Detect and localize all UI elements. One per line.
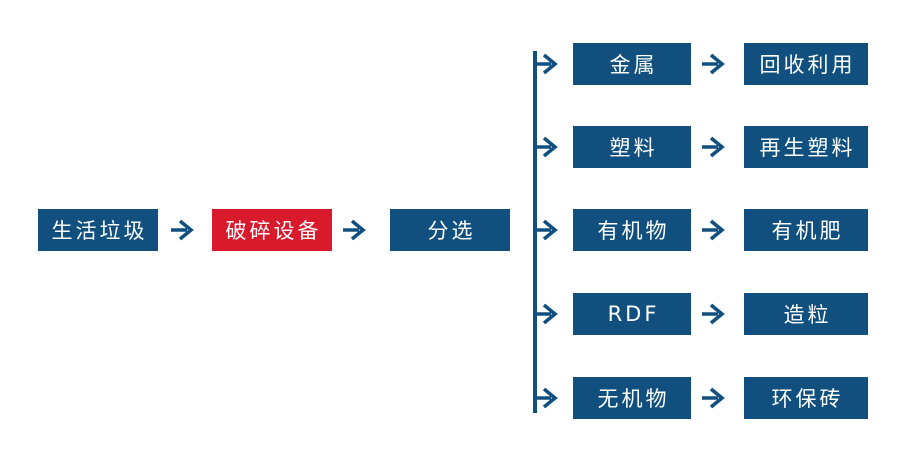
node-sorting: 分选	[390, 209, 510, 251]
node-eco-brick: 环保砖	[744, 377, 868, 419]
arrow-right-icon	[702, 303, 725, 325]
arrow-right-icon	[343, 219, 366, 241]
node-rdf: RDF	[573, 293, 691, 335]
branch-row: 塑料 再生塑料	[0, 126, 900, 168]
arrow-right-icon	[535, 303, 558, 325]
branch-trunk-line	[533, 51, 537, 413]
node-plastic: 塑料	[573, 126, 691, 168]
arrow-right-icon	[171, 219, 194, 241]
arrow-right-icon	[535, 53, 558, 75]
branch-row: RDF 造粒	[0, 293, 900, 335]
node-recycled-plastic: 再生塑料	[744, 126, 868, 168]
node-recycling: 回收利用	[744, 43, 868, 85]
arrow-right-icon	[535, 219, 558, 241]
node-metal: 金属	[573, 43, 691, 85]
branch-row: 金属 回收利用	[0, 43, 900, 85]
node-granulation: 造粒	[744, 293, 868, 335]
branch-row: 无机物 环保砖	[0, 377, 900, 419]
arrow-right-icon	[535, 136, 558, 158]
arrow-right-icon	[702, 387, 725, 409]
arrow-right-icon	[702, 53, 725, 75]
arrow-right-icon	[535, 387, 558, 409]
branch-row: 有机物 有机肥	[0, 209, 900, 251]
node-organic-fertilizer: 有机肥	[744, 209, 868, 251]
arrow-right-icon	[702, 219, 725, 241]
node-household-waste: 生活垃圾	[38, 209, 158, 251]
node-inorganic-matter: 无机物	[573, 377, 691, 419]
arrow-right-icon	[702, 136, 725, 158]
main-flow-row: 生活垃圾 破碎设备 分选	[0, 209, 900, 251]
node-shredding-equipment: 破碎设备	[212, 209, 332, 251]
node-organic-matter: 有机物	[573, 209, 691, 251]
